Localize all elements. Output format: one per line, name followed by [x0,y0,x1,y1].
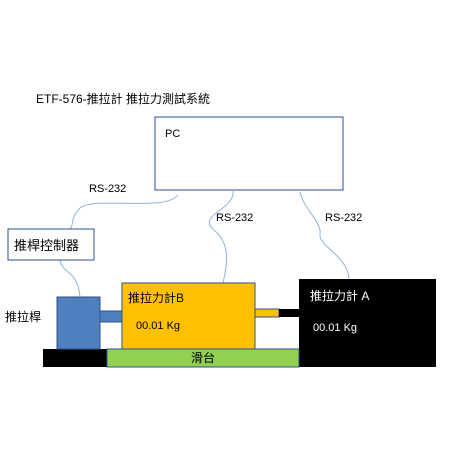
gauge-connector-black [279,309,299,317]
cable-label-gauge-a: RS-232 [325,212,362,224]
cable-label-gauge-b: RS-232 [216,212,253,224]
slide-table-label: 滑台 [191,350,215,365]
gauge-connector-yellow [254,308,280,318]
gauge-b-label: 推拉力計B [128,290,184,305]
cable-pc-to-controller [69,194,179,230]
controller-label: 推桿控制器 [14,238,79,253]
controller-box [7,228,95,261]
gauge-a-box [299,279,436,349]
push-rod-label: 推拉桿 [5,309,41,324]
gauge-b-box [121,282,256,350]
cable-label-controller: RS-232 [89,183,126,195]
cable-controller-to-rod [59,259,81,298]
push-rod-shaft [99,310,123,323]
base-left-black [43,349,107,367]
gauge-b-reading: 00.01 Kg [136,320,180,332]
pc-label: PC [165,128,180,140]
diagram-title: ETF-576-推拉計 推拉力測試系統 [36,91,210,106]
cable-pc-to-gauge-a [299,191,350,280]
gauge-a-reading: 00.01 Kg [313,322,357,334]
base-right-black [299,349,436,367]
push-rod-block [56,296,101,350]
cable-pc-to-gauge-b [208,190,234,284]
pc-box [154,116,344,191]
gauge-a-label: 推拉力計 A [310,288,369,303]
